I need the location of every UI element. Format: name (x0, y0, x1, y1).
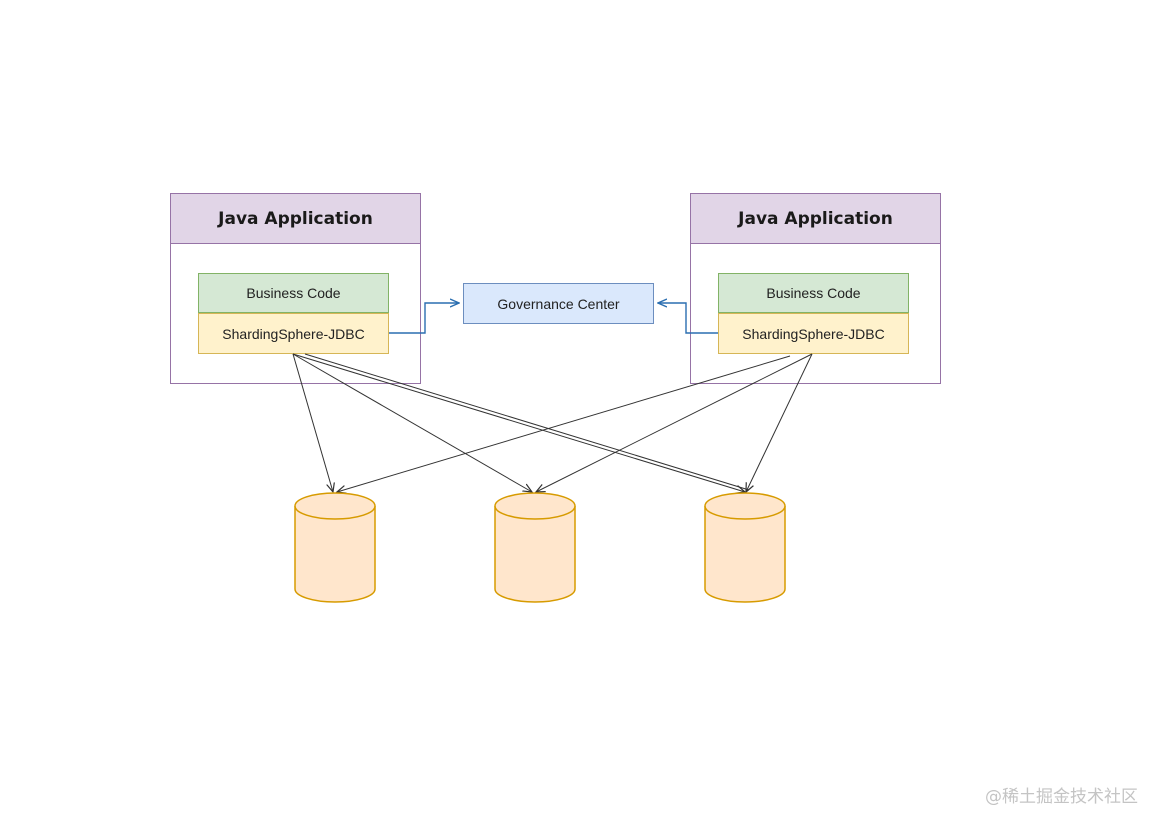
left-jdbc-to-db3-arrow (304, 353, 750, 491)
database-cylinder-3 (704, 492, 786, 603)
right-jdbc-to-db1-arrow (337, 355, 791, 492)
right-jdbc-to-db3-arrow (746, 353, 813, 492)
governance-center-box: Governance Center (463, 283, 654, 324)
left-jdbc-to-db1-arrow (292, 353, 333, 492)
left-jdbc-to-db2-arrow (292, 353, 532, 492)
right-jdbc-to-governance-arrow (658, 303, 718, 334)
watermark-text: @稀土掘金技术社区 (985, 787, 1138, 807)
left-jdbc-to-db3-arrow (292, 353, 745, 492)
shardingsphere-jdbc-box: ShardingSphere-JDBC (718, 313, 909, 354)
database-cylinder-1 (294, 492, 376, 603)
business-code-box: Business Code (718, 273, 909, 313)
java-application-title: Java Application (691, 194, 940, 244)
java-application-title: Java Application (171, 194, 420, 244)
business-code-box: Business Code (198, 273, 389, 313)
shardingsphere-jdbc-box: ShardingSphere-JDBC (198, 313, 389, 354)
left-jdbc-to-governance-arrow (389, 303, 459, 334)
database-cylinder-2 (494, 492, 576, 603)
right-jdbc-to-db2-arrow (536, 353, 813, 492)
